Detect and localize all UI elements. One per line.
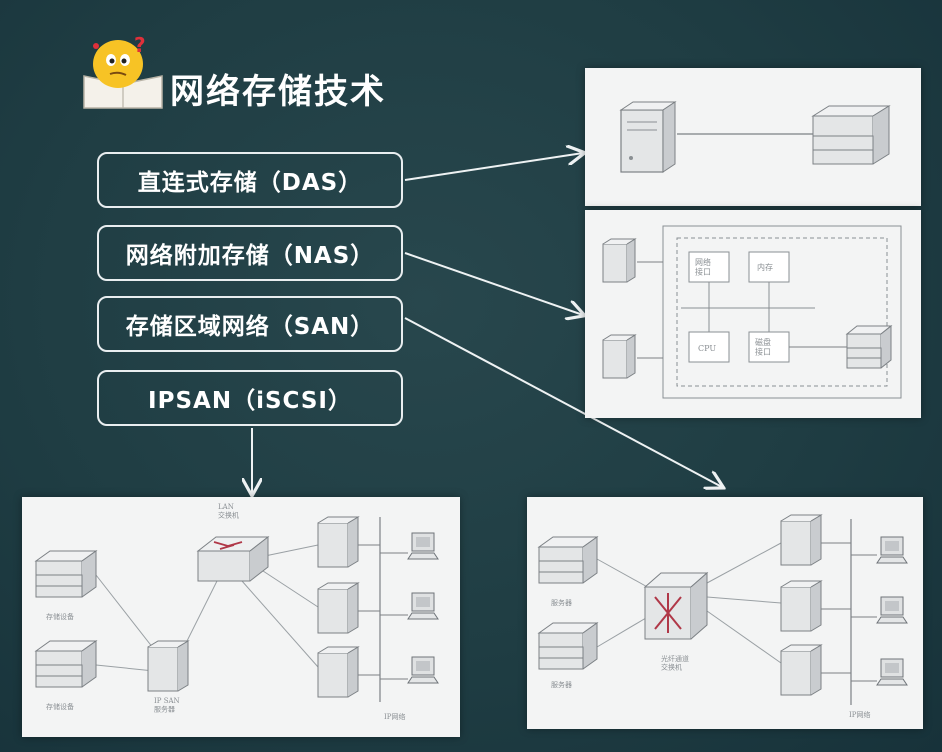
das-diagram-panel [585, 68, 921, 206]
server-icon [317, 646, 360, 698]
fc-switch-icon [643, 571, 709, 640]
server-icon [619, 101, 677, 173]
nas-network-interface-label: 网络接口 [695, 257, 711, 277]
server-icon [780, 580, 823, 632]
nas-disk-interface-label: 磁盘接口 [755, 337, 771, 357]
slide-title: 网络存储技术 [170, 72, 386, 112]
storage-icon [845, 324, 893, 369]
san-switch-label: 光纤通道交换机 [661, 654, 689, 671]
san-diagram-panel: 服务器 服务器 光纤通道交换机 [527, 497, 923, 729]
ipsan-category-box: IPSAN（iSCSI） [97, 370, 403, 426]
nas-cpu-label: CPU [698, 344, 716, 353]
ipsan-server-icon [147, 640, 190, 692]
server-icon [317, 582, 360, 634]
server-icon [602, 334, 637, 379]
storage-icon [811, 105, 891, 165]
das-category-box: 直连式存储（DAS） [97, 152, 403, 208]
arrow-san [404, 317, 722, 487]
nas-diagram-panel: 网络接口 内存 CPU 磁盘接口 [585, 210, 921, 418]
san-ip-network-label: IP网络 [849, 710, 870, 719]
storage-icon [34, 640, 98, 688]
arrow-nas [404, 252, 583, 315]
server-icon [780, 644, 823, 696]
storage-icon [537, 622, 599, 670]
ipsan-storage-label-1: 存储设备 [46, 612, 74, 621]
pc-icon [876, 536, 908, 564]
storage-icon [34, 550, 98, 598]
nas-memory-label: 内存 [757, 262, 773, 272]
ipsan-storage-label-2: 存储设备 [46, 702, 74, 711]
pc-icon [876, 596, 908, 624]
lan-switch-icon [196, 535, 270, 582]
san-server-label-2: 服务器 [551, 680, 572, 689]
server-icon [602, 238, 637, 283]
pc-icon [876, 658, 908, 686]
nas-category-box: 网络附加存储（NAS） [97, 225, 403, 281]
server-icon [317, 516, 360, 568]
pc-icon [407, 592, 439, 620]
pc-icon [407, 532, 439, 560]
san-category-box: 存储区域网络（SAN） [97, 296, 403, 352]
server-icon [780, 514, 823, 566]
storage-icon [537, 536, 599, 584]
arrow-das [404, 153, 583, 181]
mascot-icon: ? [83, 33, 163, 109]
san-server-label-1: 服务器 [551, 598, 572, 607]
svg-text:?: ? [134, 33, 146, 57]
pc-icon [407, 656, 439, 684]
ipsan-ip-network-label: IP网络 [384, 712, 405, 721]
